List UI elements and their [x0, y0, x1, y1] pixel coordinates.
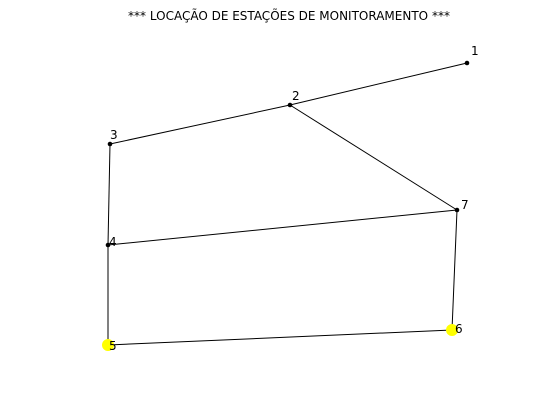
edge-4-7	[107, 209, 458, 246]
node-dot-4	[105, 242, 111, 248]
edge-6-7	[451, 209, 458, 331]
node-label-5: 5	[109, 339, 117, 353]
node-label-7: 7	[461, 198, 469, 212]
node-label-3: 3	[110, 128, 118, 142]
node-label-4: 4	[109, 235, 117, 249]
nodes-layer	[102, 60, 470, 351]
node-label-1: 1	[471, 44, 479, 58]
station-marker-6	[446, 324, 458, 336]
edge-1-2	[289, 62, 468, 106]
station-marker-5	[102, 339, 114, 351]
edge-2-7	[289, 104, 458, 211]
node-label-2: 2	[292, 89, 300, 103]
node-dot-1	[464, 60, 470, 66]
node-dot-2	[287, 102, 293, 108]
edge-2-3	[109, 104, 291, 145]
labels-layer: 1 2 3 4 5 6 7	[109, 44, 479, 353]
node-label-6: 6	[455, 322, 463, 336]
node-dot-3	[107, 141, 113, 147]
edges-layer	[107, 62, 468, 346]
node-dot-7	[454, 207, 460, 213]
diagram-title: *** LOCAÇÃO DE ESTAÇÕES DE MONITORAMENTO…	[128, 9, 450, 23]
edge-3-4	[107, 143, 111, 246]
edge-5-6	[107, 329, 453, 346]
